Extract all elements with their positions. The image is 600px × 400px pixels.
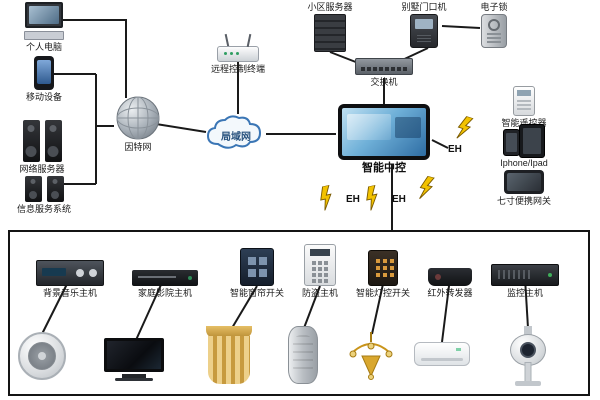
node-lan-cloud: 局域网: [204, 112, 268, 156]
light-switch-label: 智能灯控开关: [355, 288, 410, 298]
cloud-icon: 局域网: [204, 112, 268, 156]
idevices-label: Iphone/Ipad: [500, 158, 548, 168]
ptz-camera-icon: [504, 326, 552, 386]
remote-terminal-label: 远程控制终端: [210, 64, 265, 74]
node-alarm-host: 防盗主机: [286, 244, 354, 298]
touch-panel-icon: [334, 104, 434, 160]
villa-door-label: 别墅门口机: [401, 2, 447, 12]
mobile-label: 移动设备: [25, 92, 62, 102]
ir-repeater-label: 红外转发器: [427, 288, 473, 298]
lan-label: 局域网: [221, 131, 251, 143]
curtain-switch-label: 智能窗帘开关: [229, 288, 284, 298]
pc-label: 个人电脑: [25, 42, 62, 52]
chandelier-icon: [349, 332, 393, 380]
alarm-panel-icon: [286, 244, 354, 286]
ceiling-speaker-icon: [18, 332, 66, 380]
node-monitor-host: 监控主机: [482, 246, 568, 298]
portable-gateway-icon: [488, 170, 560, 194]
globe-icon: [106, 96, 170, 140]
lightning-icon: [366, 184, 378, 211]
community-server-label: 小区服务器: [307, 2, 353, 12]
curtain-switch-icon: [212, 246, 302, 286]
tv-icon: [104, 338, 164, 381]
iphone-ipad-icon: [490, 124, 558, 158]
node-bg-music: 背景音乐主机: [24, 246, 116, 298]
dvd-player-icon: [120, 246, 210, 286]
internet-label: 因特网: [124, 142, 152, 152]
curtain-icon: [206, 326, 252, 384]
server-towers-icon: [2, 120, 82, 162]
central-control-label: 智能中控: [362, 162, 406, 174]
network-server-label: 网络服务器: [19, 164, 65, 174]
air-conditioner-icon: [414, 342, 470, 366]
node-mobile: 移动设备: [12, 56, 76, 102]
node-gateway: 七寸便携网关: [488, 170, 560, 206]
door-intercom-icon: [388, 14, 460, 49]
smart-remote-label: 智能遥控器: [501, 118, 547, 128]
eh-label: EH: [346, 194, 360, 205]
node-pc: 个人电脑: [12, 2, 76, 52]
amplifier-icon: [24, 246, 116, 286]
switch-label: 交换机: [370, 77, 398, 87]
node-remote-terminal: 远程控制终端: [196, 34, 280, 74]
elock-label: 电子锁: [480, 2, 508, 12]
lightning-icon: [320, 184, 332, 211]
dvr-icon: [482, 246, 568, 286]
network-switch-icon: [346, 58, 422, 75]
gateway-label: 七寸便携网关: [496, 196, 551, 206]
mobile-phone-icon: [12, 56, 76, 90]
rack-server-icon: [298, 14, 362, 53]
server-towers-icon: [2, 176, 86, 202]
node-community-server: 小区服务器: [298, 2, 362, 53]
lightning-icon: [419, 175, 436, 200]
eh-label: EH: [448, 144, 462, 155]
node-home-theater: 家庭影院主机: [120, 246, 210, 298]
monitor-host-label: 监控主机: [506, 288, 543, 298]
node-internet: 因特网: [106, 96, 170, 152]
floor-speaker-icon: [288, 326, 318, 384]
node-network-server: 网络服务器: [2, 120, 82, 174]
light-switch-icon: [342, 246, 424, 286]
node-central-control: 智能中控: [334, 104, 434, 175]
bg-music-label: 背景音乐主机: [42, 288, 97, 298]
eh-label: EH: [392, 194, 406, 205]
node-switch: 交换机: [346, 58, 422, 87]
node-elock: 电子锁: [464, 2, 524, 49]
node-idevices: Iphone/Ipad: [490, 124, 558, 168]
node-curtain-switch: 智能窗帘开关: [212, 246, 302, 298]
ir-repeater-icon: [410, 246, 490, 286]
lightning-icon: [456, 115, 474, 139]
router-icon: [196, 34, 280, 62]
info-system-label: 信息服务系统: [16, 204, 71, 214]
electronic-lock-icon: [464, 14, 524, 49]
node-light-switch: 智能灯控开关: [342, 246, 424, 298]
home-theater-label: 家庭影院主机: [137, 288, 192, 298]
node-info-system: 信息服务系统: [2, 176, 86, 214]
node-villa-door: 别墅门口机: [388, 2, 460, 49]
node-ir-repeater: 红外转发器: [410, 246, 490, 298]
desktop-computer-icon: [12, 2, 76, 40]
alarm-host-label: 防盗主机: [301, 288, 338, 298]
node-smart-remote: 智能遥控器: [490, 86, 558, 128]
device-group-box: [8, 230, 590, 396]
remote-control-icon: [490, 86, 558, 116]
